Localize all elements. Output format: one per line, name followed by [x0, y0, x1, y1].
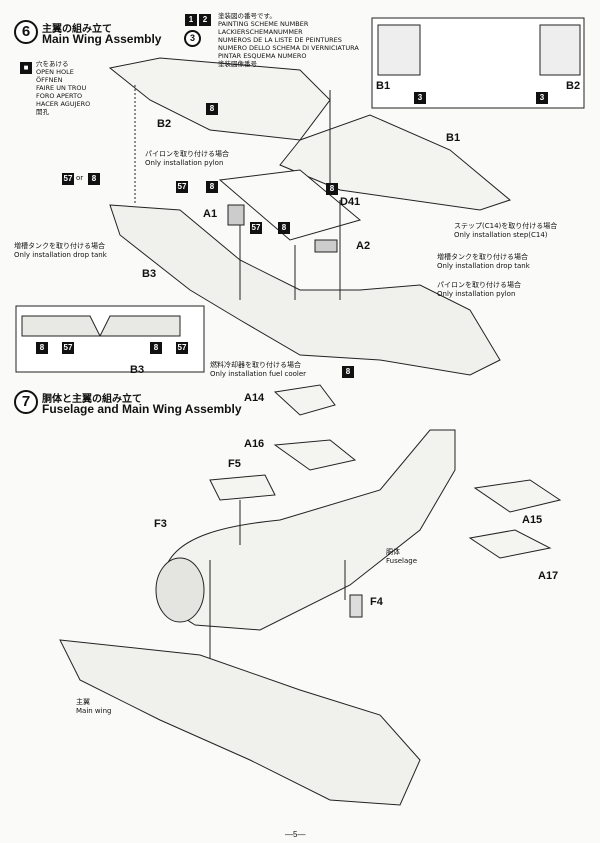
step-note: ステップ(C14)を取り付ける場合 Only installation step…	[454, 222, 557, 240]
or-label: or	[76, 174, 83, 183]
label-b2: B2	[157, 118, 172, 130]
open-hole-line: ÖFFNEN	[36, 76, 63, 84]
marker-57: 57	[250, 222, 262, 234]
label-f3: F3	[154, 518, 167, 530]
fuselage-en: Fuselage	[386, 557, 418, 565]
fuselage-label: 胴体 Fuselage	[386, 548, 417, 566]
marker-8: 8	[326, 183, 338, 195]
label-a15: A15	[522, 514, 543, 526]
marker-57: 57	[62, 173, 74, 185]
fuselage-jp: 胴体	[386, 548, 400, 556]
drop-tank2-en: Only installation drop tank	[437, 262, 530, 270]
label-f4: F4	[370, 596, 383, 608]
drop-tank-en: Only installation drop tank	[14, 251, 107, 259]
drop-tank-jp: 増槽タンクを取り付ける場合	[14, 242, 105, 250]
marker-8: 8	[150, 342, 162, 354]
label-d41: D41	[340, 196, 361, 208]
paint-line: 塗装図像番号	[218, 60, 257, 68]
engine-front	[155, 557, 205, 623]
open-hole-line: 穴をあける	[36, 60, 69, 68]
label-b1: B1	[446, 132, 461, 144]
paint-line: NUMEROS DE LA LISTE DE PEINTURES	[218, 36, 342, 44]
label-b3: B3	[142, 268, 157, 280]
wing-en: Main wing	[76, 707, 112, 715]
wing-b2-top	[108, 57, 331, 141]
f5-part	[209, 474, 276, 501]
paint-badge-2: 2	[199, 14, 211, 26]
page-number: —5—	[285, 830, 306, 839]
label-b3-inset: B3	[130, 364, 145, 376]
main-wing-lower	[59, 639, 421, 806]
drop-tank-note-2: 増槽タンクを取り付ける場合 Only installation drop tan…	[437, 253, 530, 271]
marker-57: 57	[176, 342, 188, 354]
f4-part	[349, 594, 363, 618]
marker-8: 8	[88, 173, 100, 185]
fuel-cooler-en: Only installation fuel cooler	[210, 370, 307, 378]
paint-badge-1: 1	[185, 14, 197, 26]
a1-part	[227, 204, 245, 226]
drop-tank-note: 増槽タンクを取り付ける場合 Only installation drop tan…	[14, 242, 107, 260]
label-b1-inset: B1	[376, 80, 391, 92]
d41-bay	[218, 169, 362, 241]
wing-jp: 主翼	[76, 698, 90, 706]
open-hole-line: HACER AGUJERO	[36, 100, 91, 108]
lower-wing	[109, 204, 501, 376]
open-hole-line: OPEN HOLE	[36, 68, 74, 76]
paint-line: LACKIERSCHEMANUMMER	[218, 28, 303, 36]
a15-part	[473, 479, 562, 513]
pylon2-jp: パイロンを取り付ける場合	[437, 281, 521, 289]
label-b2-inset: B2	[566, 80, 581, 92]
a17-part	[468, 529, 552, 559]
label-a1: A1	[203, 208, 218, 220]
main-wing-label: 主翼 Main wing	[76, 698, 112, 716]
step-6-title-jp: 主翼の組み立て	[42, 24, 112, 35]
label-a16: A16	[244, 438, 265, 450]
paint-line: PINTAR ESQUEMA NUMERO	[218, 52, 307, 60]
step-6-title-en: Main Wing Assembly	[42, 32, 162, 46]
pylon-note: パイロンを取り付ける場合 Only installation pylon	[145, 150, 229, 168]
a2-part	[314, 239, 338, 253]
marker-8: 8	[206, 181, 218, 193]
label-a17: A17	[538, 570, 559, 582]
step-7-title-en: Fuselage and Main Wing Assembly	[42, 402, 242, 416]
step-en: Only installation step(C14)	[454, 231, 548, 239]
step-6-number: 6	[14, 20, 38, 44]
paint-badge-3: 3	[184, 30, 201, 47]
fuel-cooler-jp: 燃料冷却器を取り付ける場合	[210, 361, 301, 369]
open-hole-line: 開孔	[36, 108, 49, 116]
pylon-jp: パイロンを取り付ける場合	[145, 150, 229, 158]
paint-3-marker: 3	[536, 92, 548, 104]
a16-part	[273, 439, 357, 471]
open-hole-line: FORO APERTO	[36, 92, 83, 100]
pylon-en: Only installation pylon	[145, 159, 224, 167]
paint-3-marker: 3	[414, 92, 426, 104]
marker-57: 57	[176, 181, 188, 193]
pylon2-en: Only installation pylon	[437, 290, 516, 298]
a14-part	[273, 384, 336, 416]
marker-8: 8	[36, 342, 48, 354]
paint-line: NUMERO DELLO SCHEMA DI VERNICIATURA	[218, 44, 359, 52]
label-a2: A2	[356, 240, 371, 252]
fuel-cooler-note: 燃料冷却器を取り付ける場合 Only installation fuel coo…	[210, 361, 306, 379]
marker-57: 57	[62, 342, 74, 354]
open-hole-icon: ■	[20, 62, 32, 74]
paint-line: PAINTING SCHEME NUMBER	[218, 20, 309, 28]
label-a14: A14	[244, 392, 265, 404]
paint-legend-text: 塗装図の番号です。 PAINTING SCHEME NUMBER LACKIER…	[218, 12, 359, 68]
step-jp: ステップ(C14)を取り付ける場合	[454, 222, 558, 230]
open-hole-text: 穴をあける OPEN HOLE ÖFFNEN FAIRE UN TROU FOR…	[36, 60, 90, 116]
drop-tank2-jp: 増槽タンクを取り付ける場合	[437, 253, 528, 261]
open-hole-line: FAIRE UN TROU	[36, 84, 87, 92]
marker-8: 8	[206, 103, 218, 115]
step-7-number: 7	[14, 390, 38, 414]
label-f5: F5	[228, 458, 241, 470]
marker-8: 8	[342, 366, 354, 378]
pylon-note-2: パイロンを取り付ける場合 Only installation pylon	[437, 281, 521, 299]
or-text: or	[76, 174, 84, 182]
paint-line: 塗装図の番号です。	[218, 12, 276, 20]
step-7-title-jp: 胴体と主翼の組み立て	[42, 394, 142, 405]
marker-8: 8	[278, 222, 290, 234]
